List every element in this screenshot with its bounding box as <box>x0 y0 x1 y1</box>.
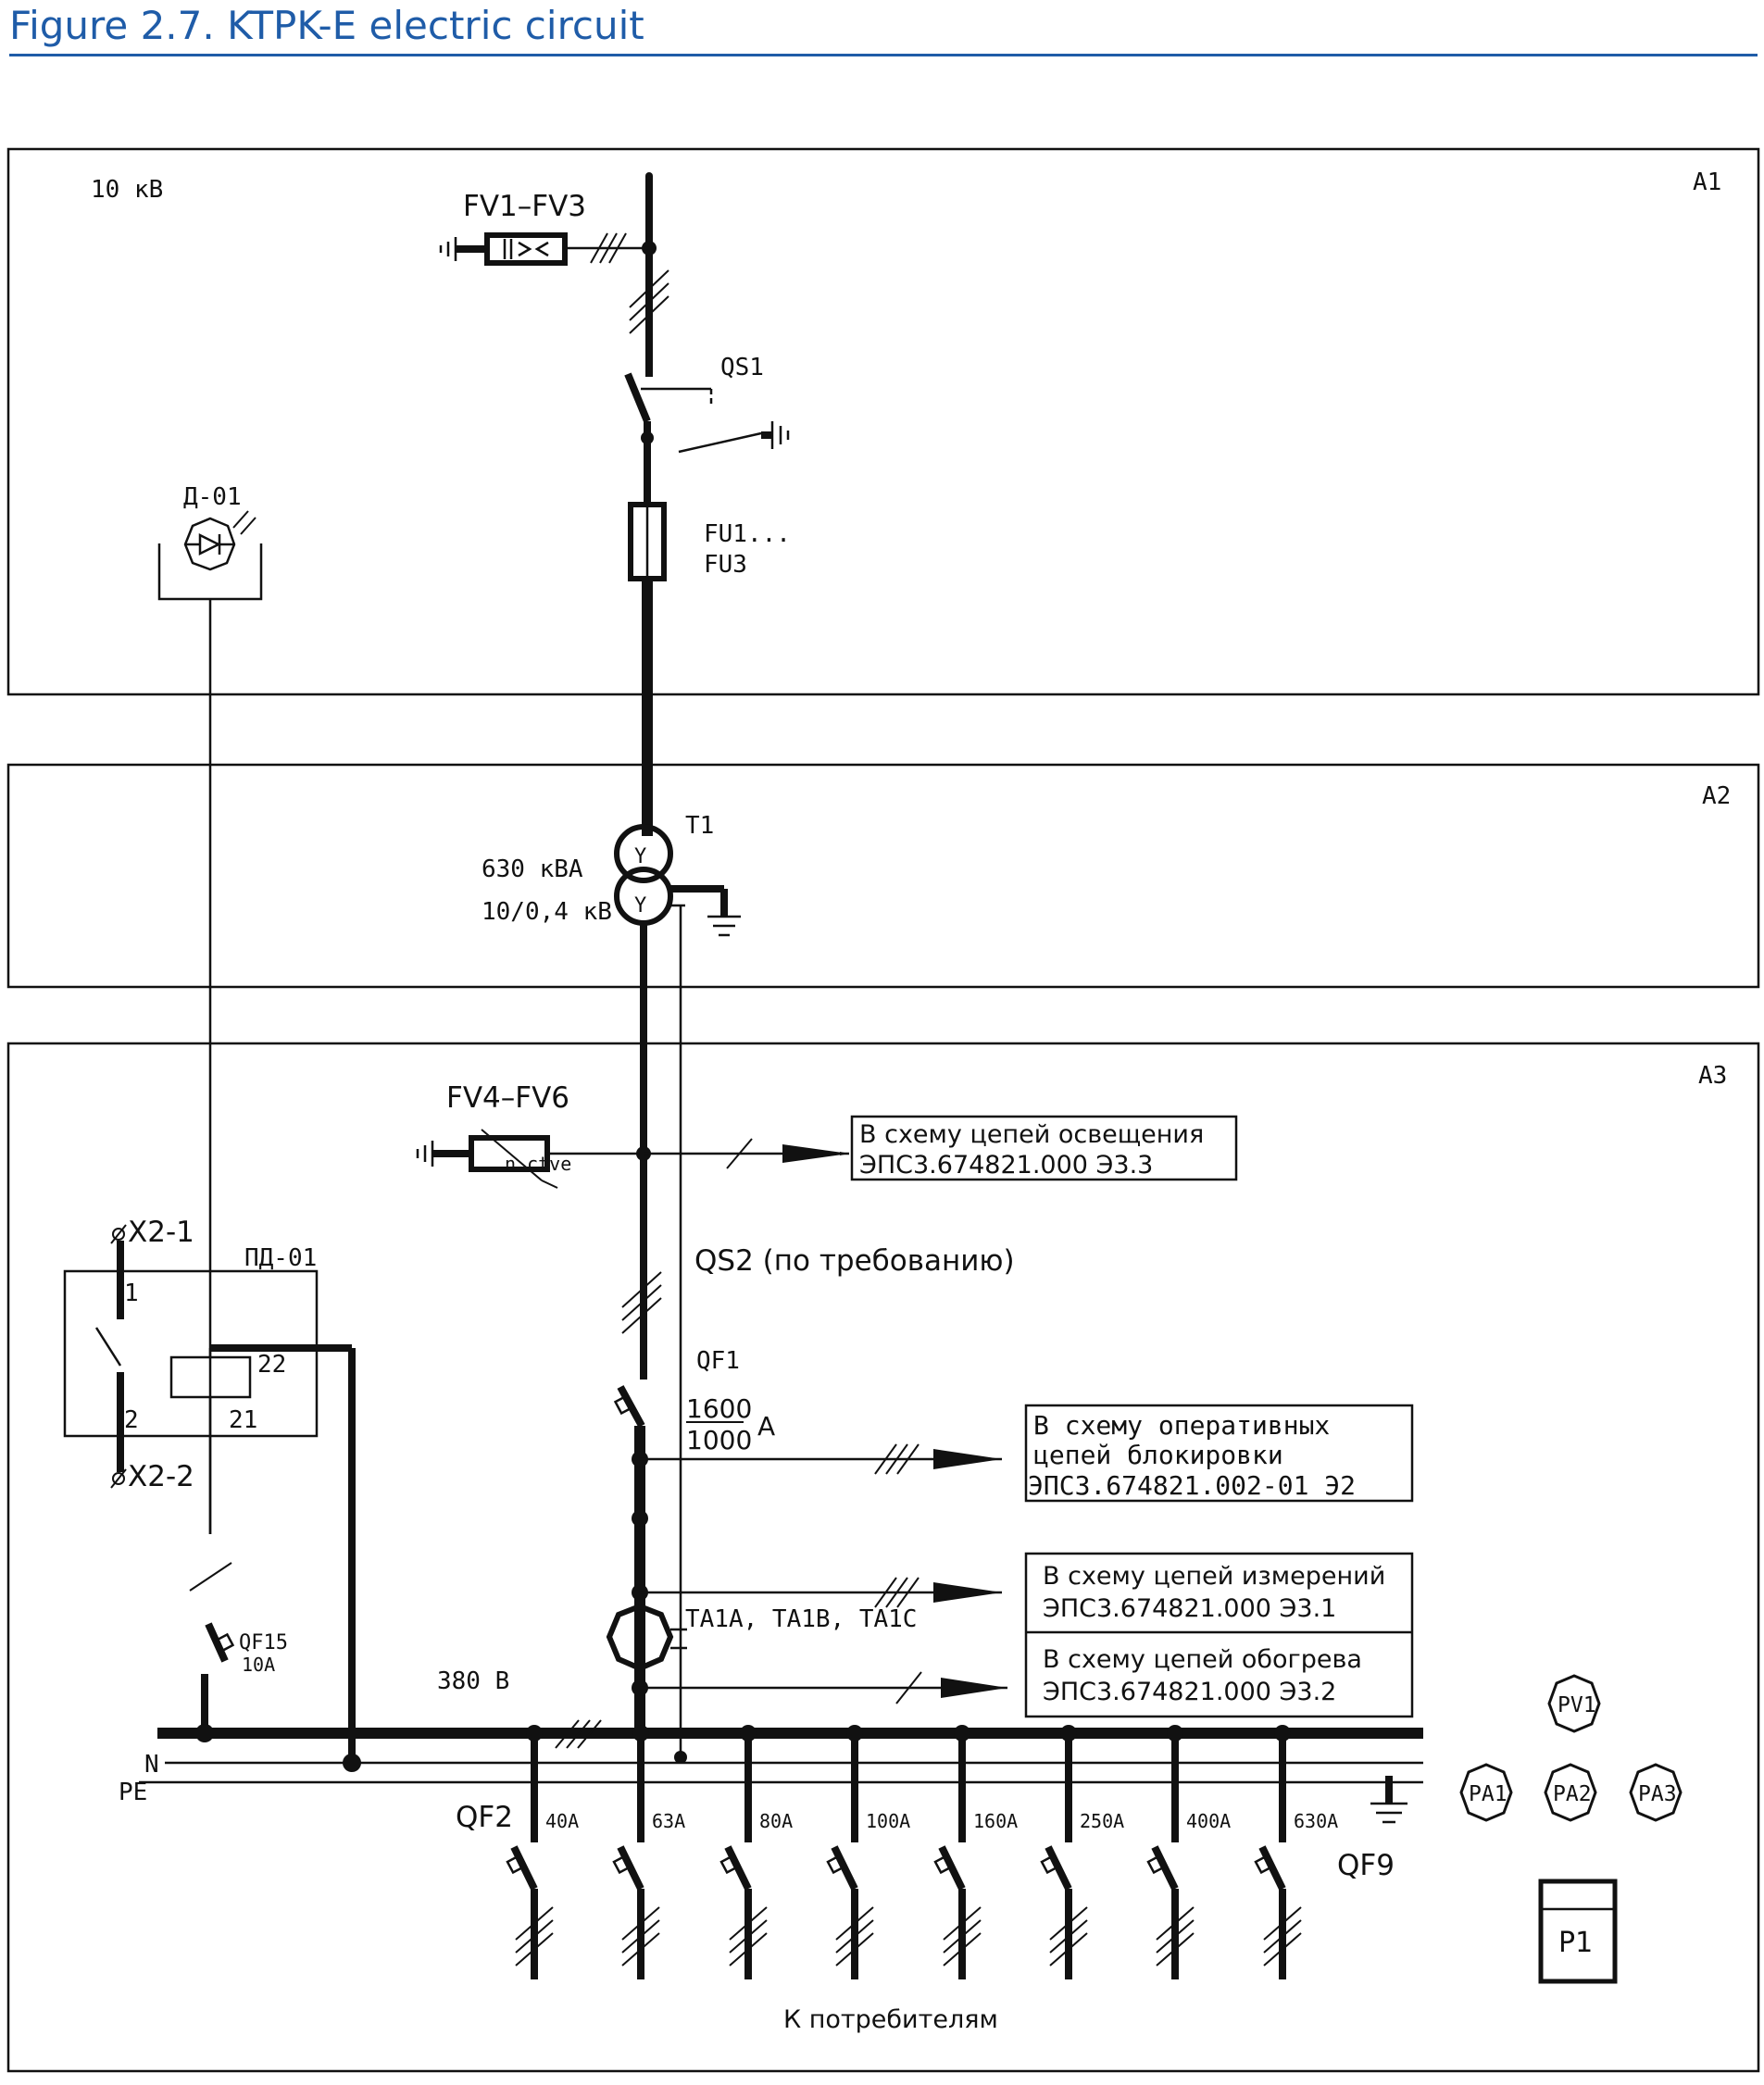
indicator-d01 <box>157 510 263 601</box>
feeder-rating-2: 63A <box>652 1810 685 1832</box>
qf2-label: QF2 <box>456 1801 513 1834</box>
feeder-rating-5: 160A <box>973 1810 1018 1832</box>
svg-text:PV1: PV1 <box>1558 1693 1596 1717</box>
feeder-breaker-7: 400A <box>1146 1725 1231 1979</box>
voltmeter-pv1: PV1 <box>1547 1674 1601 1733</box>
energy-meter-p1: P1 <box>1538 1879 1618 1984</box>
feeder-rating-1: 40A <box>545 1810 579 1832</box>
transformer-t1: Y Y <box>614 824 741 937</box>
ammeter-pa2: PA2 <box>1544 1763 1597 1822</box>
ammeter-pa3: PA3 <box>1629 1763 1683 1822</box>
t1-power-label: 630 кВА <box>482 855 583 883</box>
hv-voltage-label: 10 кВ <box>91 176 163 204</box>
svg-text:Y: Y <box>634 845 646 868</box>
section-a1-label: A1 <box>1693 169 1721 196</box>
page-title: Figure 2.7. KTPK-E electric circuit <box>9 3 644 48</box>
ammeter-pa1: PA1 <box>1459 1763 1513 1822</box>
section-a3-label: A3 <box>1698 1062 1727 1090</box>
ref-box-measure-heat <box>1024 1552 1414 1718</box>
qf9-label: QF9 <box>1337 1849 1395 1882</box>
pd01-pin1: 1 <box>124 1280 139 1307</box>
feeder-rating-4: 100A <box>866 1810 910 1832</box>
ref-box-lighting <box>850 1115 1238 1181</box>
ref-heating-line1: В схему цепей обогрева <box>1043 1645 1362 1674</box>
section-a1-frame <box>6 147 1760 696</box>
ref-measure-line1: В схему цепей измерений <box>1043 1562 1385 1591</box>
qf1-rating-bottom: 1000 <box>686 1425 752 1455</box>
feeder-breaker-4: 100A <box>826 1725 910 1979</box>
svg-text:P1: P1 <box>1558 1927 1593 1959</box>
feeder-breaker-2: 63A <box>612 1725 685 1979</box>
title-rule <box>9 54 1758 56</box>
svg-text:Y: Y <box>634 894 646 918</box>
ref-control-line3: ЭПС3.674821.002-01 Э2 <box>1028 1470 1356 1501</box>
ta-label: TA1A, TA1B, TA1C <box>685 1605 917 1633</box>
feeder-rating-7: 400A <box>1186 1810 1231 1832</box>
feeder-rating-3: 80A <box>759 1810 793 1832</box>
feeder-breaker-3: 80A <box>719 1725 793 1979</box>
ref-lighting-line1: В схему цепей освещения <box>859 1120 1204 1149</box>
ref-lighting-line2: ЭПС3.674821.000 Э3.3 <box>859 1151 1153 1180</box>
n-label: N <box>144 1751 159 1779</box>
qf1-rating-unit: A <box>757 1411 775 1442</box>
svg-text:PA2: PA2 <box>1553 1782 1592 1806</box>
ref-measure-line2: ЭПС3.674821.000 Э3.1 <box>1043 1594 1336 1623</box>
feeder-breakers: 40A 63A 80A 100A 160A 250A 400A 630A <box>506 1725 1338 1979</box>
t1-ratio-label: 10/0,4 кВ <box>482 898 612 926</box>
svg-text:PA1: PA1 <box>1469 1782 1508 1806</box>
svg-text:PA3: PA3 <box>1638 1782 1677 1806</box>
qs1-label: QS1 <box>720 354 764 381</box>
ref-box-control <box>1024 1404 1414 1503</box>
feeder-rating-8: 630A <box>1294 1810 1338 1832</box>
fv1-fv3-label: FV1–FV3 <box>463 190 586 223</box>
feeder-breaker-8: 630A <box>1254 1725 1338 1979</box>
pd01-pin22: 22 <box>257 1351 286 1379</box>
pd01-label: ПД-01 <box>244 1244 317 1272</box>
surge-arrester-fv1-fv3 <box>439 232 568 266</box>
t1-label: T1 <box>685 812 714 840</box>
fu-label-line2: FU3 <box>704 551 747 579</box>
bus-voltage-label: 380 В <box>437 1667 509 1695</box>
ref-control-line1: В схему оперативных <box>1033 1410 1330 1441</box>
disconnector-qs1 <box>624 372 790 454</box>
qf1-rating-top: 1600 <box>686 1393 752 1424</box>
feeder-rating-6: 250A <box>1080 1810 1124 1832</box>
section-a3-frame <box>6 1042 1760 2073</box>
d01-label: Д-01 <box>183 483 242 511</box>
ref-heating-line2: ЭПС3.674821.000 Э3.2 <box>1043 1678 1336 1706</box>
section-a2-frame <box>6 763 1760 989</box>
fu-label-line1: FU1... <box>704 520 791 548</box>
pd01-pin2: 2 <box>124 1406 139 1434</box>
fuses-fu1-fu3 <box>628 502 667 581</box>
x2-2-label: X2-2 <box>128 1460 194 1493</box>
relay-pd01-box <box>63 1269 319 1438</box>
consumers-label: К потребителям <box>783 2005 998 2034</box>
breaker-qf1 <box>613 1385 645 1428</box>
qf1-label: QF1 <box>696 1347 740 1375</box>
pd01-pin21: 21 <box>229 1406 257 1434</box>
fv4-fv6-note: n ctve <box>505 1153 571 1175</box>
breaker-qf15 <box>189 1562 235 1663</box>
fv4-fv6-label: FV4–FV6 <box>446 1081 569 1115</box>
feeder-breaker-6: 250A <box>1040 1725 1124 1979</box>
feeder-breaker-5: 160A <box>933 1725 1018 1979</box>
feeder-breaker-1: 40A <box>506 1725 579 1979</box>
qf15-label: QF15 <box>239 1631 288 1654</box>
qf15-rating: 10A <box>242 1654 275 1676</box>
qs2-label: QS2 (по требованию) <box>694 1244 1015 1278</box>
section-a2-label: A2 <box>1702 782 1731 810</box>
ref-control-line2: цепей блокировки <box>1033 1440 1283 1470</box>
current-transformer-ta1 <box>606 1603 687 1672</box>
pe-label: PE <box>119 1779 147 1806</box>
x2-1-label: X2-1 <box>128 1216 194 1249</box>
